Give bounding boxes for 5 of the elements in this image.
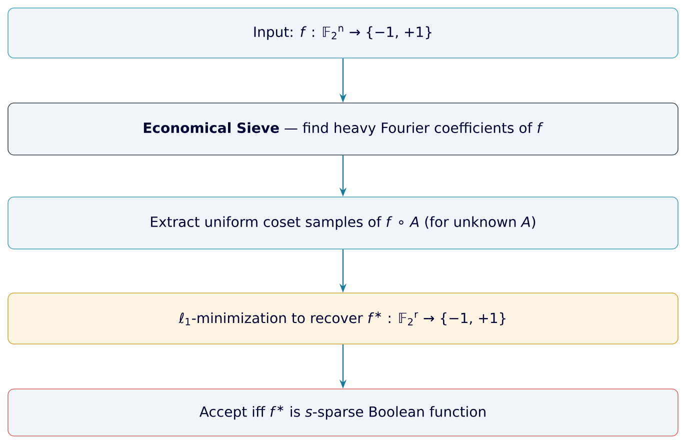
process-box: ℓ$_{1}$-minimization to recover f$^{∗}$ : 𝔽$_{2}$$^{r}$ → {−1, +1} [8, 292, 678, 344]
process-box: Accept iff f$^{∗}$ is s-sparse Boolean function [8, 388, 678, 436]
process-box: Input: f : 𝔽$_{2}$$^{n}$ → {−1, +1} [8, 8, 678, 58]
process-box: Extract uniform coset samples of f ∘ A (for unknown A) [8, 196, 678, 250]
process-box: Economical Sieve — find heavy Fourier coefficients of f [8, 102, 678, 156]
